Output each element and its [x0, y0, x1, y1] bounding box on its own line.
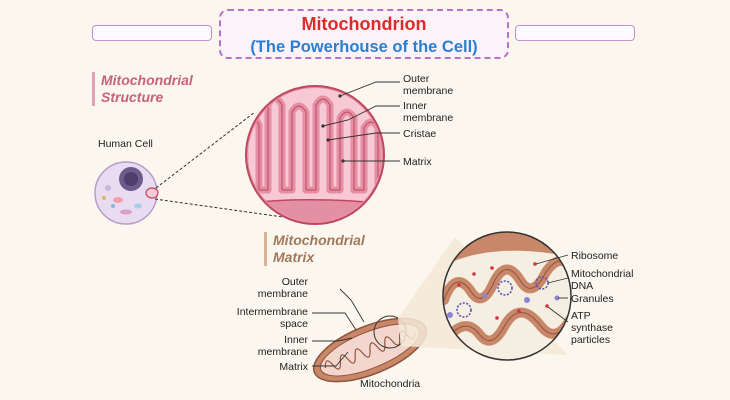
mitochondrial-structure-zoom [245, 85, 385, 225]
label-intermembrane-space: Intermembrane space [237, 306, 308, 330]
label-matrix-bottom: Matrix [279, 361, 308, 373]
page-subtitle: (The Powerhouse of the Cell) [250, 38, 478, 56]
label-line: membrane [257, 288, 308, 300]
section-heading-structure: Mitochondrial Structure [92, 72, 193, 106]
label-ribosome: Ribosome [571, 250, 619, 262]
matrix-pointer-lines [535, 254, 569, 323]
decorative-pill-left [92, 25, 212, 41]
label-line: Intermembrane [236, 306, 308, 318]
label-outer-membrane-bottom: Outer membrane [258, 276, 308, 300]
mitochondrion-pointer-lines [312, 288, 365, 367]
zoom-line-bottom [154, 198, 298, 220]
zoom-line-top [155, 111, 256, 189]
label-inner-membrane-bottom: Inner membrane [258, 334, 308, 358]
label-line: particles [571, 334, 611, 346]
top-pointer-dots [321, 94, 345, 163]
label-outer-membrane-top: Outer membrane [403, 73, 453, 97]
label-line: space [279, 318, 308, 330]
page-title: Mitochondrion [301, 14, 427, 34]
label-line: membrane [257, 346, 308, 358]
section-heading-matrix-line2: Matrix [273, 249, 315, 265]
label-mitochondrial-dna: Mitochondrial DNA [571, 268, 633, 292]
label-line: membrane [403, 85, 454, 97]
section-heading-structure-line1: Mitochondrial [101, 72, 193, 88]
section-heading-matrix-line1: Mitochondrial [273, 232, 365, 248]
label-mitochondria: Mitochondria [360, 378, 421, 390]
label-line: Outer [281, 276, 308, 288]
label-line: Inner [403, 100, 427, 112]
top-pointer-lines [322, 81, 400, 162]
label-atp-synthase: ATP synthase particles [571, 310, 613, 346]
label-line: DNA [571, 280, 594, 292]
label-human-cell: Human Cell [98, 138, 153, 150]
label-inner-membrane-top: Inner membrane [403, 100, 453, 124]
title-box: Mitochondrion (The Powerhouse of the Cel… [219, 9, 509, 59]
label-cristae: Cristae [403, 128, 437, 140]
label-line: Inner [284, 334, 308, 346]
label-line: Mitochondrial [571, 268, 634, 280]
label-granules: Granules [571, 293, 614, 305]
label-matrix-top: Matrix [403, 156, 432, 168]
label-line: ATP [571, 310, 591, 322]
section-heading-structure-line2: Structure [101, 89, 164, 105]
human-cell [94, 161, 158, 225]
label-line: Outer [403, 73, 430, 85]
label-line: membrane [403, 112, 454, 124]
label-line: synthase [571, 322, 614, 334]
decorative-pill-right [515, 25, 635, 41]
cell-mitochondrion-highlight [145, 187, 159, 199]
section-heading-matrix: Mitochondrial Matrix [264, 232, 365, 266]
